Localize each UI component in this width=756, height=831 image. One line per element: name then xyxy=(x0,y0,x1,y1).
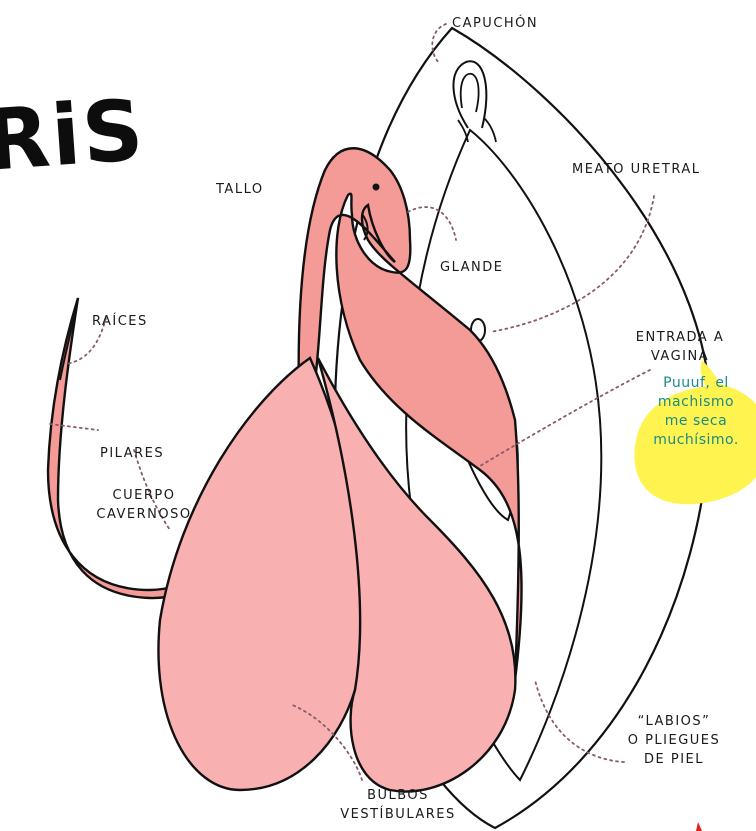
diagram-title: RiS xyxy=(0,85,148,186)
red-accent xyxy=(696,822,702,831)
speech-bubble-text: Puuuf, el machismo me seca muchísimo. xyxy=(636,374,756,450)
label-glande: Glande xyxy=(440,258,503,277)
label-bulbos: bulbos vestíbulares xyxy=(318,786,478,824)
label-labios: “labios” o pliegues de piel xyxy=(604,712,744,769)
glans-eye xyxy=(373,184,380,191)
label-raices: raíces xyxy=(92,312,148,331)
label-capuchon: Capuchón xyxy=(452,14,538,33)
label-entrada-vagina: entrada a vagina xyxy=(620,328,740,366)
label-pilares: pilares xyxy=(100,444,164,463)
label-tallo: tallo xyxy=(216,180,264,199)
bulb-left xyxy=(158,358,363,790)
label-cuerpo-cavernoso: cuerpo cavernoso xyxy=(84,486,204,524)
label-meato: meato uretral xyxy=(572,160,700,179)
